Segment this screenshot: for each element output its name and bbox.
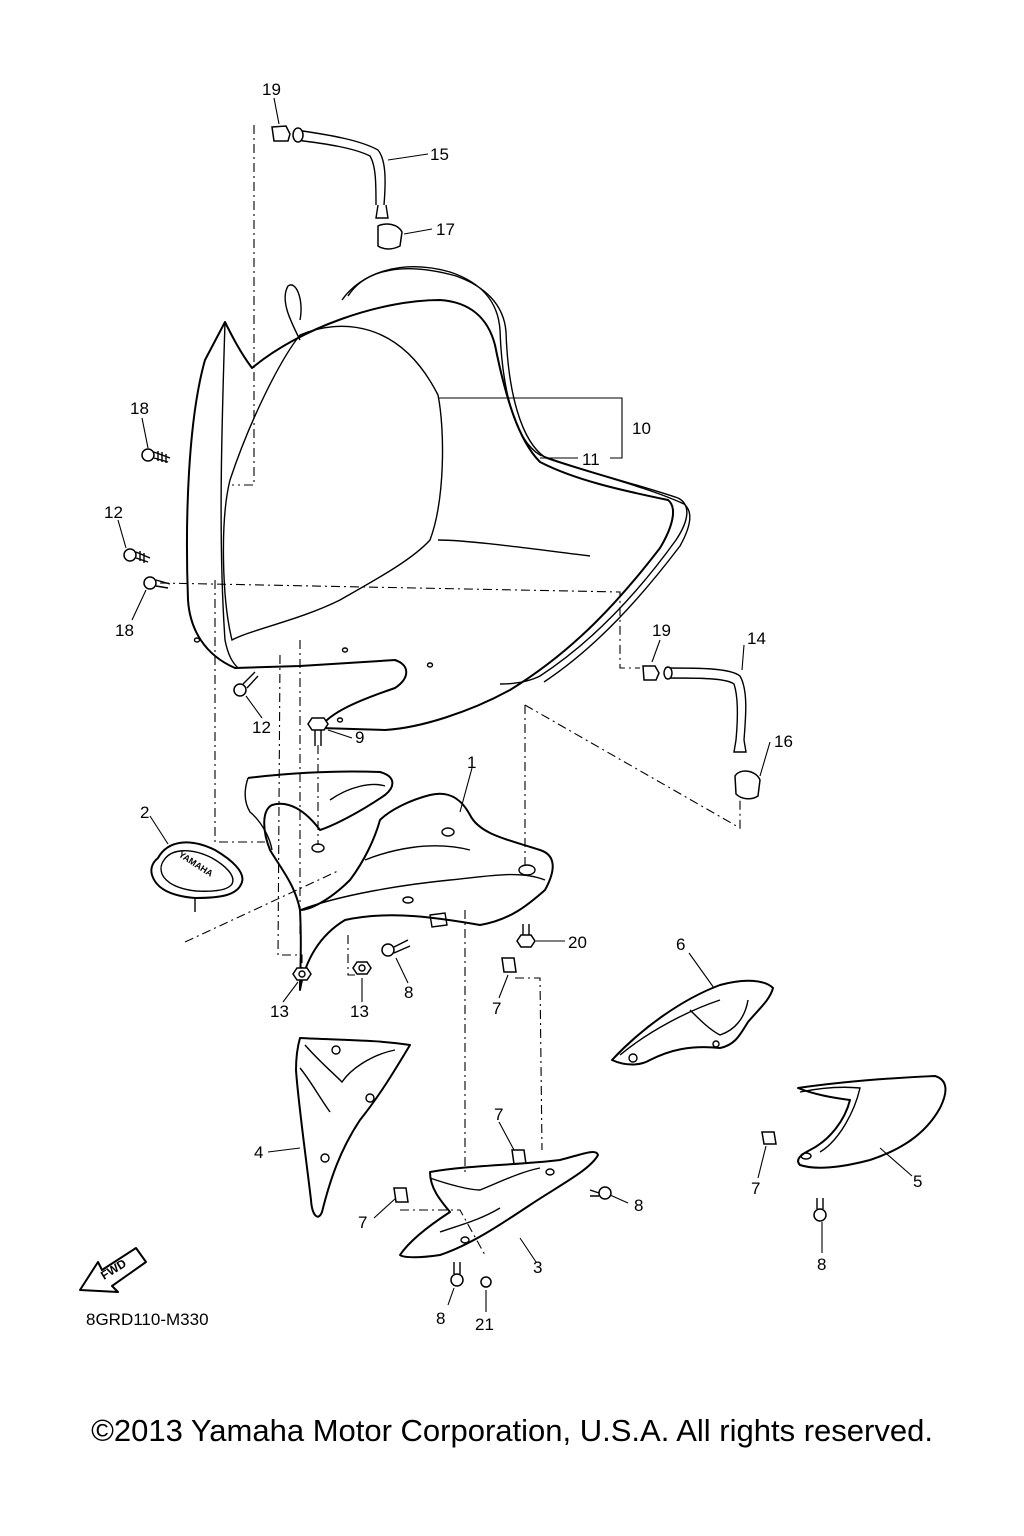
callout-18-lower: 18 xyxy=(115,621,134,640)
callout-4: 4 xyxy=(254,1143,263,1162)
front-cowl-part-1 xyxy=(244,770,554,991)
bolt-part-9 xyxy=(307,717,329,746)
speed-nut-part-7-a xyxy=(501,957,517,973)
cap-part-16 xyxy=(734,770,761,800)
callout-15: 15 xyxy=(430,145,449,164)
screw-part-18-upper xyxy=(141,448,171,463)
nut-part-13-right xyxy=(352,961,372,975)
callout-12-upper: 12 xyxy=(104,503,123,522)
callout-8-lower: 8 xyxy=(436,1309,445,1328)
callout-13-left: 13 xyxy=(270,1002,289,1021)
under-cover-part-3 xyxy=(399,1151,599,1259)
callout-1: 1 xyxy=(467,753,476,772)
side-cover-part-6 xyxy=(611,979,774,1066)
emblem-part-2: YAMAHA xyxy=(150,841,244,912)
forward-arrow-icon: FWD xyxy=(79,1247,147,1293)
callout-numbers: 19 15 17 18 10 11 12 18 19 14 12 9 16 1 … xyxy=(104,80,922,1334)
cap-part-17 xyxy=(377,223,403,250)
callout-19-top: 19 xyxy=(262,80,281,99)
callout-7-c: 7 xyxy=(358,1213,367,1232)
hose-part-14 xyxy=(663,666,747,753)
bolt-part-20 xyxy=(516,924,536,948)
plug-part-19-top xyxy=(271,125,291,142)
callout-8-right: 8 xyxy=(634,1196,643,1215)
grommet-part-21 xyxy=(480,1276,492,1288)
callout-3: 3 xyxy=(533,1258,542,1277)
callout-14: 14 xyxy=(747,629,766,648)
side-panel-part-4 xyxy=(295,1037,411,1218)
callout-21: 21 xyxy=(475,1315,494,1334)
plug-part-19-right xyxy=(642,665,660,681)
callout-7-b: 7 xyxy=(494,1105,503,1124)
callout-19-right: 19 xyxy=(652,621,671,640)
screw-part-12-lower xyxy=(233,671,259,697)
callout-18-upper: 18 xyxy=(130,399,149,418)
callout-13-right: 13 xyxy=(350,1002,369,1021)
callout-12-lower: 12 xyxy=(252,718,271,737)
speed-nut-part-7-c xyxy=(393,1187,409,1203)
copyright-notice: ©2013 Yamaha Motor Corporation, U.S.A. A… xyxy=(91,1413,933,1448)
callout-7-d: 7 xyxy=(751,1179,760,1198)
callout-17: 17 xyxy=(436,220,455,239)
screw-part-8-rear xyxy=(813,1198,827,1222)
callout-8-rear: 8 xyxy=(817,1255,826,1274)
assembly-reference-lines xyxy=(159,125,741,1256)
callout-2: 2 xyxy=(140,803,149,822)
screw-part-8-under-left xyxy=(450,1262,464,1287)
callout-6: 6 xyxy=(676,935,685,954)
screw-part-8-under-right xyxy=(589,1186,612,1200)
callout-7-a: 7 xyxy=(492,999,501,1018)
callout-20: 20 xyxy=(568,933,587,952)
screw-part-8-center xyxy=(381,939,411,957)
callout-10: 10 xyxy=(632,419,651,438)
rear-side-cover-part-5 xyxy=(797,1075,947,1169)
callout-8-center: 8 xyxy=(404,983,413,1002)
callout-leader-lines xyxy=(117,97,913,1312)
screw-part-12-upper xyxy=(123,548,151,563)
nut-part-13-left xyxy=(292,967,312,981)
callout-5: 5 xyxy=(913,1172,922,1191)
diagram-code: 8GRD110-M330 xyxy=(86,1310,209,1329)
speed-nut-part-7-b xyxy=(511,1149,527,1165)
callout-11: 11 xyxy=(582,450,600,469)
callout-9: 9 xyxy=(355,728,364,747)
speed-nut-part-7-d xyxy=(761,1131,777,1145)
callout-16: 16 xyxy=(774,732,793,751)
hose-part-15 xyxy=(292,127,389,219)
windshield-part-10 xyxy=(185,284,675,731)
